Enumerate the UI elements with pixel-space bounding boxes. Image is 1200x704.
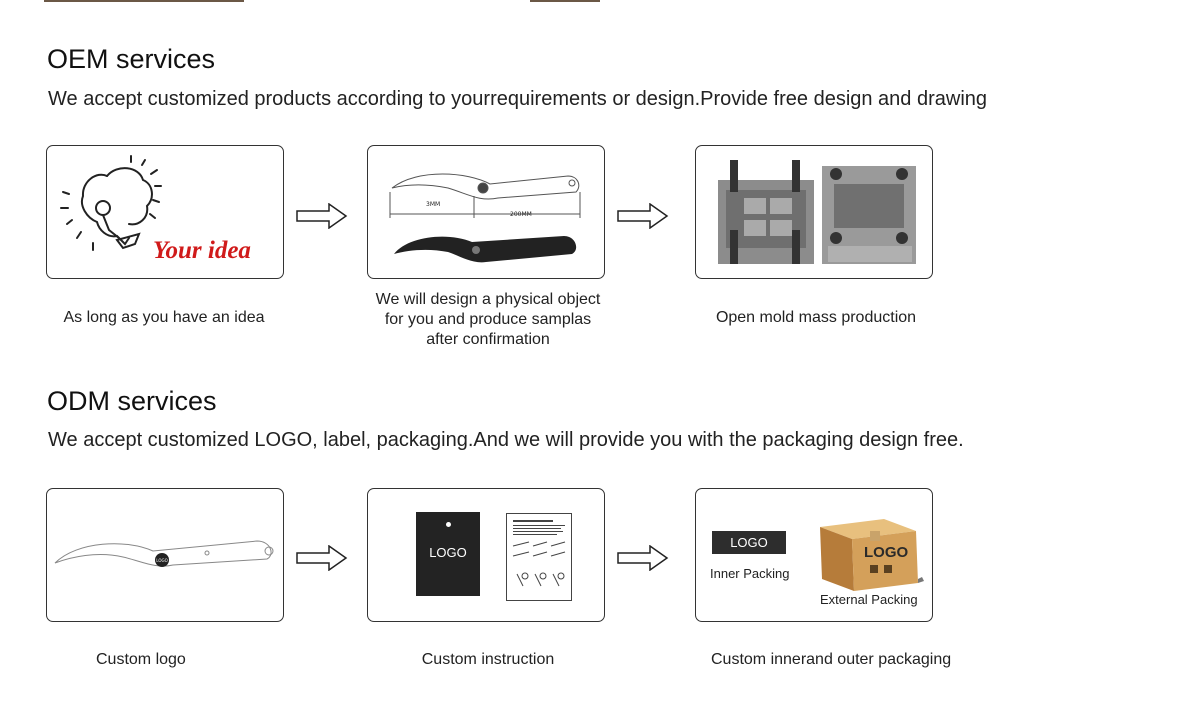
dimension-label-3mm: 3MM (426, 201, 440, 208)
odm-instruction-card: LOGO (367, 488, 605, 622)
dimension-label-200mm: 200MM (510, 211, 532, 218)
top-image-edge-right (530, 0, 600, 2)
caption-line: for you and produce samplas (384, 311, 592, 328)
odm-step2-caption: Custom instruction (421, 651, 555, 668)
inner-packing-logo: LOGO (712, 531, 786, 554)
right-arrow-icon (617, 203, 669, 229)
right-arrow-icon (617, 545, 669, 571)
oem-design-card: 3MM 200MM (367, 145, 605, 279)
oem-description: We accept customized products according … (48, 88, 988, 110)
your-idea-text: Your idea (153, 237, 251, 264)
odm-step3-caption: Custom innerand outer packaging (711, 651, 952, 668)
caption-line: after confirmation (426, 331, 550, 348)
right-arrow-icon (296, 203, 348, 229)
inner-packing-label: Inner Packing (710, 566, 790, 581)
odm-logo-card: LOGO (46, 488, 284, 622)
oem-title: OEM services (47, 44, 216, 74)
caption-line: We will design a physical object (375, 291, 601, 308)
manual-icon (506, 513, 572, 601)
lightbulb-head-icon: Your idea (60, 155, 251, 264)
box-logo-text: LOGO (429, 545, 467, 560)
box-icon: LOGO (416, 512, 480, 596)
box-icon: LOGO (820, 519, 924, 591)
odm-title: ODM services (47, 386, 217, 416)
oem-step3-caption: Open mold mass production (715, 309, 917, 326)
odm-packaging-card: LOGO Inner Packing LOGO External Packing (695, 488, 933, 622)
oem-step2-caption: We will design a physical object for you… (360, 290, 616, 350)
knife-icon: LOGO (54, 540, 274, 567)
knife-logo-text: LOGO (156, 558, 167, 563)
top-image-edge-left (44, 0, 244, 2)
odm-description: We accept customized LOGO, label, packag… (48, 429, 964, 451)
odm-step1-caption: Custom logo (96, 651, 186, 668)
external-box-logo-text: LOGO (864, 544, 908, 561)
oem-step1-caption: As long as you have an idea (63, 309, 265, 326)
right-arrow-icon (296, 545, 348, 571)
oem-mold-card (695, 145, 933, 279)
oem-idea-card: Your idea (46, 145, 284, 279)
box-dot (446, 522, 451, 527)
knife-icon: 3MM 200MM (389, 173, 581, 263)
external-packing-label: External Packing (820, 592, 918, 607)
mold-icon (718, 160, 916, 264)
